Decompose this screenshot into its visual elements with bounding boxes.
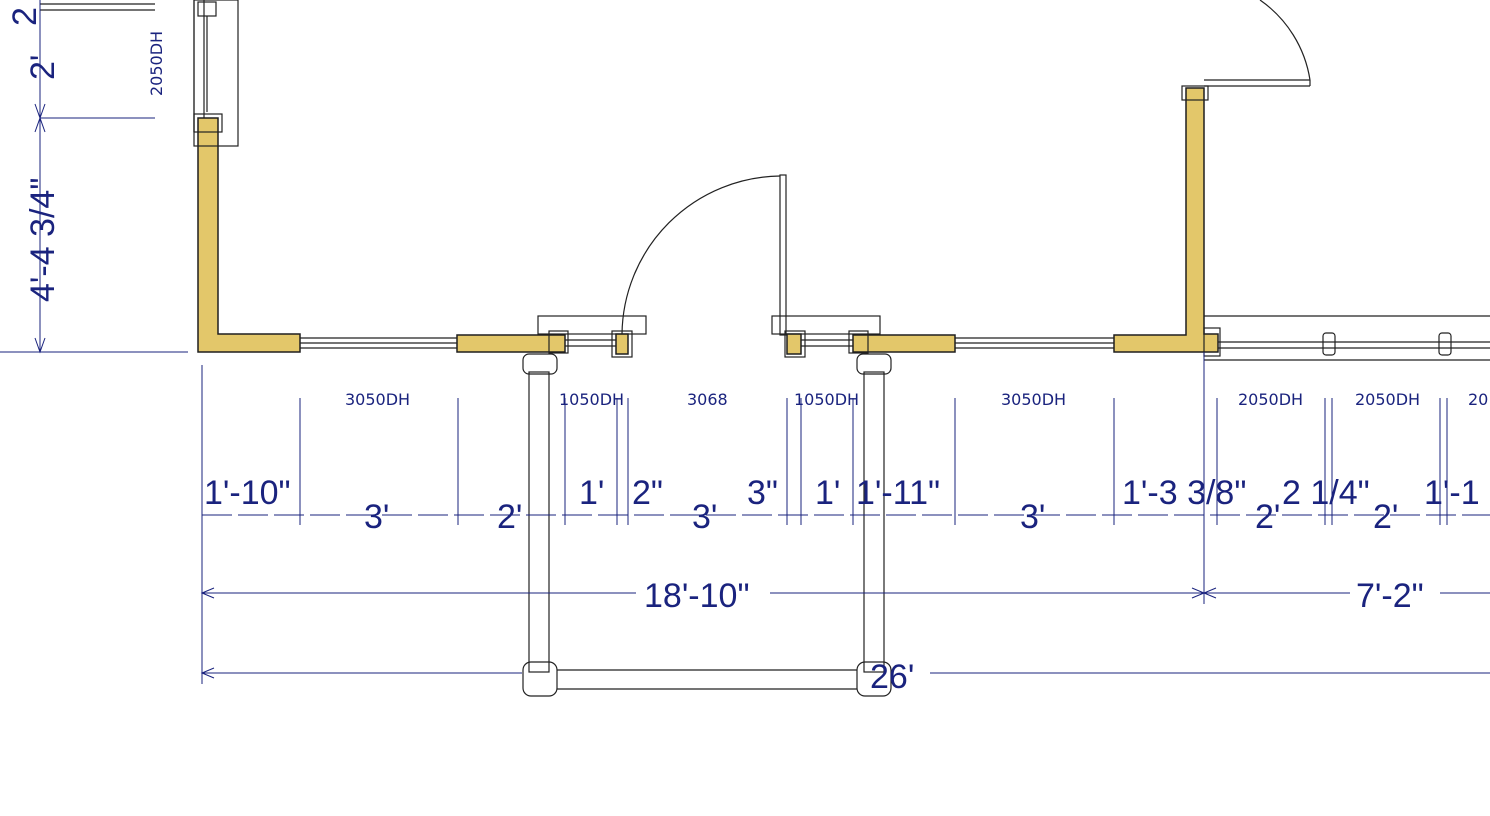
dim-segment-3: 2' <box>497 498 522 536</box>
dim-segment-12: 2' <box>1255 498 1280 536</box>
window-labels: 2050DH 3050DH 1050DH 3068 1050DH 3050DH … <box>147 31 1488 409</box>
label-window-4: 3050DH <box>1001 390 1066 409</box>
wall-right-corner <box>1113 87 1219 353</box>
dim-vertical-upper: 2' <box>24 55 62 80</box>
vertical-dimension-labels: 2 2' 4'-4 3/4" <box>6 7 62 302</box>
dim-segment-14: 2' <box>1373 498 1398 536</box>
label-window-3: 1050DH <box>794 390 859 409</box>
dim-segment-6: 3' <box>692 498 717 536</box>
label-window-1: 3050DH <box>345 390 410 409</box>
dim-overall-right: 7'-2" <box>1356 577 1424 615</box>
dim-segment-8: 1' <box>815 474 840 512</box>
wall-pier-b <box>615 333 629 355</box>
label-window-6: 2050DH <box>1355 390 1420 409</box>
dim-segment-5: 2" <box>632 474 663 512</box>
dim-segment-11: 1'-3 3/8" <box>1122 474 1246 512</box>
porch-structure <box>522 353 892 697</box>
dim-segment-1: 1'-10" <box>204 474 291 512</box>
windows <box>40 0 1490 361</box>
dim-segment-4: 1' <box>579 474 604 512</box>
dim-segment-13: 2 1/4" <box>1282 474 1370 512</box>
dim-overall-main: 18'-10" <box>644 577 750 615</box>
dim-segment-10: 3' <box>1020 498 1045 536</box>
label-window-2: 1050DH <box>559 390 624 409</box>
label-door: 3068 <box>687 390 728 409</box>
dim-vertical-top: 2 <box>6 7 44 26</box>
wall-left-corner <box>197 117 301 353</box>
dim-segment-15: 1'-1 <box>1424 474 1480 512</box>
doors <box>621 0 1311 336</box>
overall-dimension-labels: 18'-10" 7'-2" 26' <box>644 577 1424 696</box>
label-window-5: 2050DH <box>1238 390 1303 409</box>
segment-dimension-labels: 1'-10" 3' 2' 1' 2" 3' 3" 1' 1'-11" 3' 1'… <box>204 474 1480 536</box>
wall-pier-c <box>786 333 802 355</box>
dim-segment-2: 3' <box>364 498 389 536</box>
label-window-7: 20 <box>1468 390 1488 409</box>
label-window-top-left: 2050DH <box>147 31 166 96</box>
dim-segment-7: 3" <box>747 474 778 512</box>
dim-overall-total: 26' <box>870 658 914 696</box>
dim-vertical-lower: 4'-4 3/4" <box>24 178 62 302</box>
walls <box>197 87 1219 355</box>
dim-segment-9: 1'-11" <box>856 474 940 512</box>
dimension-lines <box>0 0 1490 684</box>
